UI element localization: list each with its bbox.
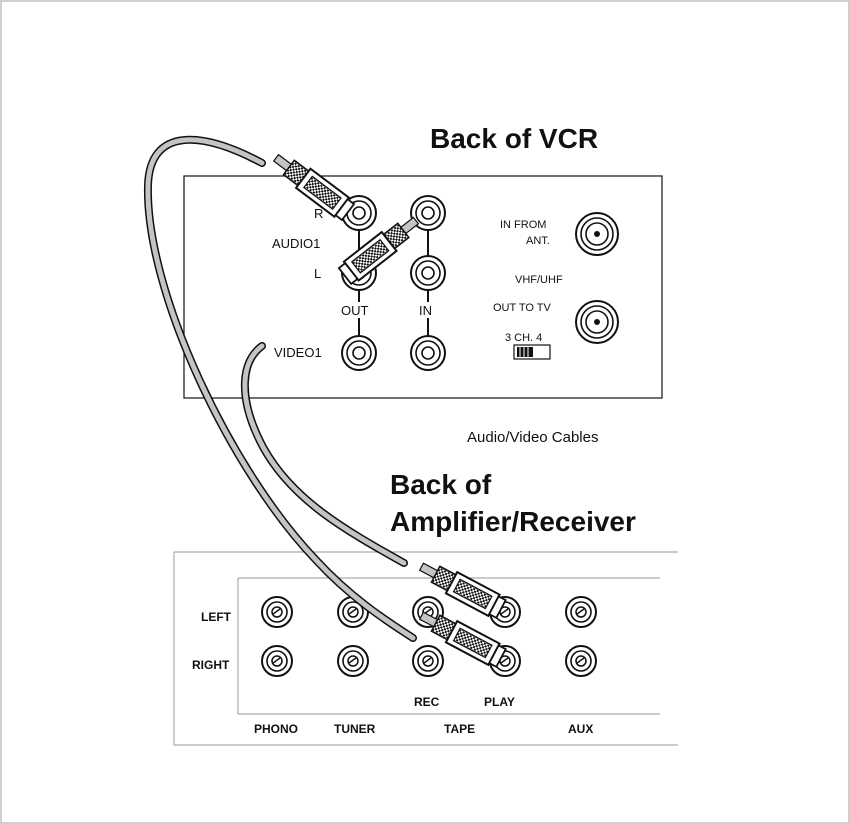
audio-in-l-jack [410, 255, 446, 291]
antenna-in-jack [575, 212, 619, 256]
label-out-to-tv: OUT TO TV [493, 302, 552, 314]
label-ant: ANT. [526, 235, 550, 247]
aux-left-jack [565, 596, 597, 628]
label-audio1: AUDIO1 [272, 236, 320, 251]
tape-rec-right-jack [412, 645, 444, 677]
amp-back-panel [173, 551, 678, 746]
audio-cable-left [240, 342, 408, 567]
phono-right-jack [261, 645, 293, 677]
vcr-title: Back of VCR [430, 123, 598, 154]
phono-left-jack [261, 596, 293, 628]
label-channel-switch: 3 CH. 4 [505, 332, 542, 344]
out-to-tv-jack [575, 300, 619, 344]
sub-label-rec: REC [414, 695, 440, 709]
column-label-phono: PHONO [254, 722, 298, 736]
amp-title-line1: Back of [390, 469, 492, 500]
label-video1: VIDEO1 [274, 345, 322, 360]
label-vhf-uhf: VHF/UHF [515, 274, 563, 286]
label-in: IN [419, 303, 432, 318]
column-label-aux: AUX [568, 722, 593, 736]
channel-switch-icon [513, 344, 551, 360]
video-out-jack [341, 335, 377, 371]
row-label-right: RIGHT [192, 658, 230, 672]
amp-title-line2: Amplifier/Receiver [390, 506, 636, 537]
column-label-tuner: TUNER [334, 722, 376, 736]
aux-right-jack [565, 645, 597, 677]
sub-label-play: PLAY [484, 695, 515, 709]
column-label-tape: TAPE [444, 722, 475, 736]
label-l: L [314, 266, 321, 281]
tuner-right-jack [337, 645, 369, 677]
video-in-jack [410, 335, 446, 371]
label-out: OUT [341, 303, 369, 318]
cables-caption: Audio/Video Cables [467, 429, 598, 446]
audio-cable-right [143, 135, 417, 642]
row-label-left: LEFT [201, 610, 232, 624]
label-r: R [314, 206, 323, 221]
label-in-from: IN FROM [500, 219, 546, 231]
